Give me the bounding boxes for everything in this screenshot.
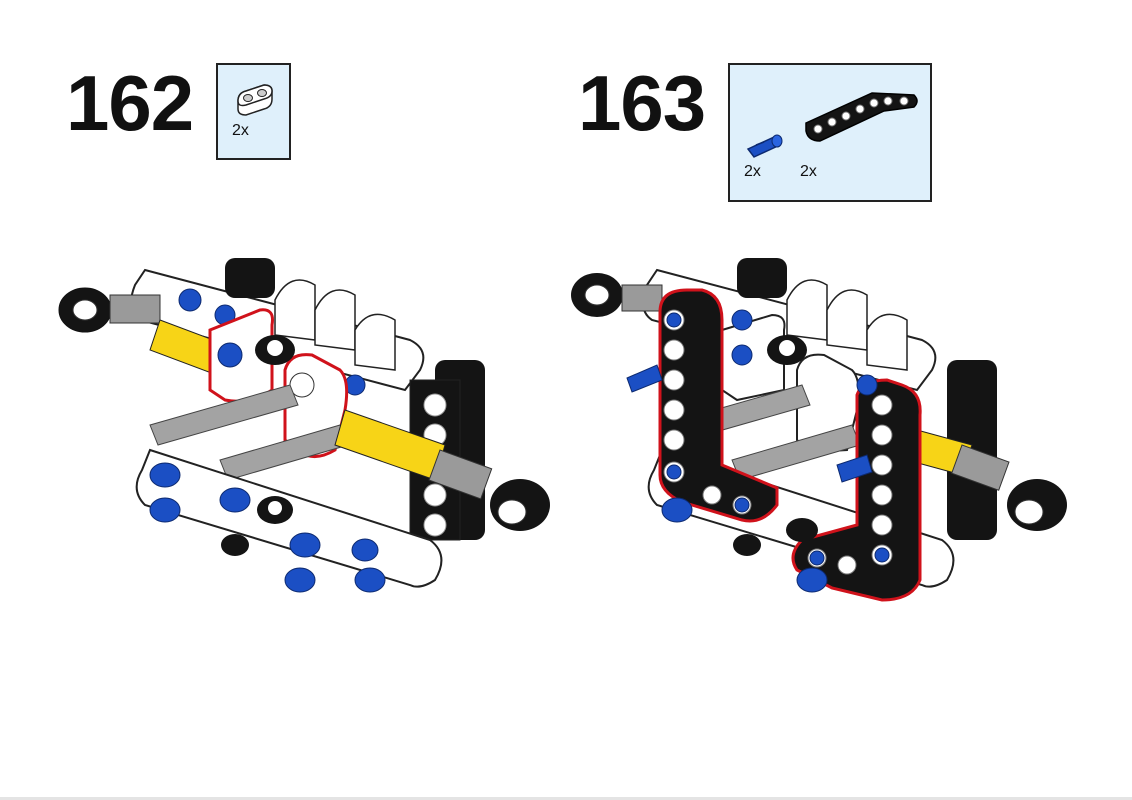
part-quantity: 2x xyxy=(232,122,249,139)
part-quantity: 2x xyxy=(800,163,817,180)
blue-pin-icon xyxy=(746,134,783,158)
model-assembly-162 xyxy=(58,258,550,593)
page-edge xyxy=(0,797,1132,800)
part-quantity: 2x xyxy=(744,163,761,180)
step-number: 163 xyxy=(578,59,706,147)
white-connector-icon xyxy=(237,84,273,116)
black-l-beam-icon xyxy=(805,92,918,142)
step-number: 162 xyxy=(66,59,194,147)
parts-callout: 2x xyxy=(216,63,291,160)
model-assembly-163 xyxy=(571,258,1067,602)
parts-callout: 2x 2x xyxy=(728,63,932,202)
